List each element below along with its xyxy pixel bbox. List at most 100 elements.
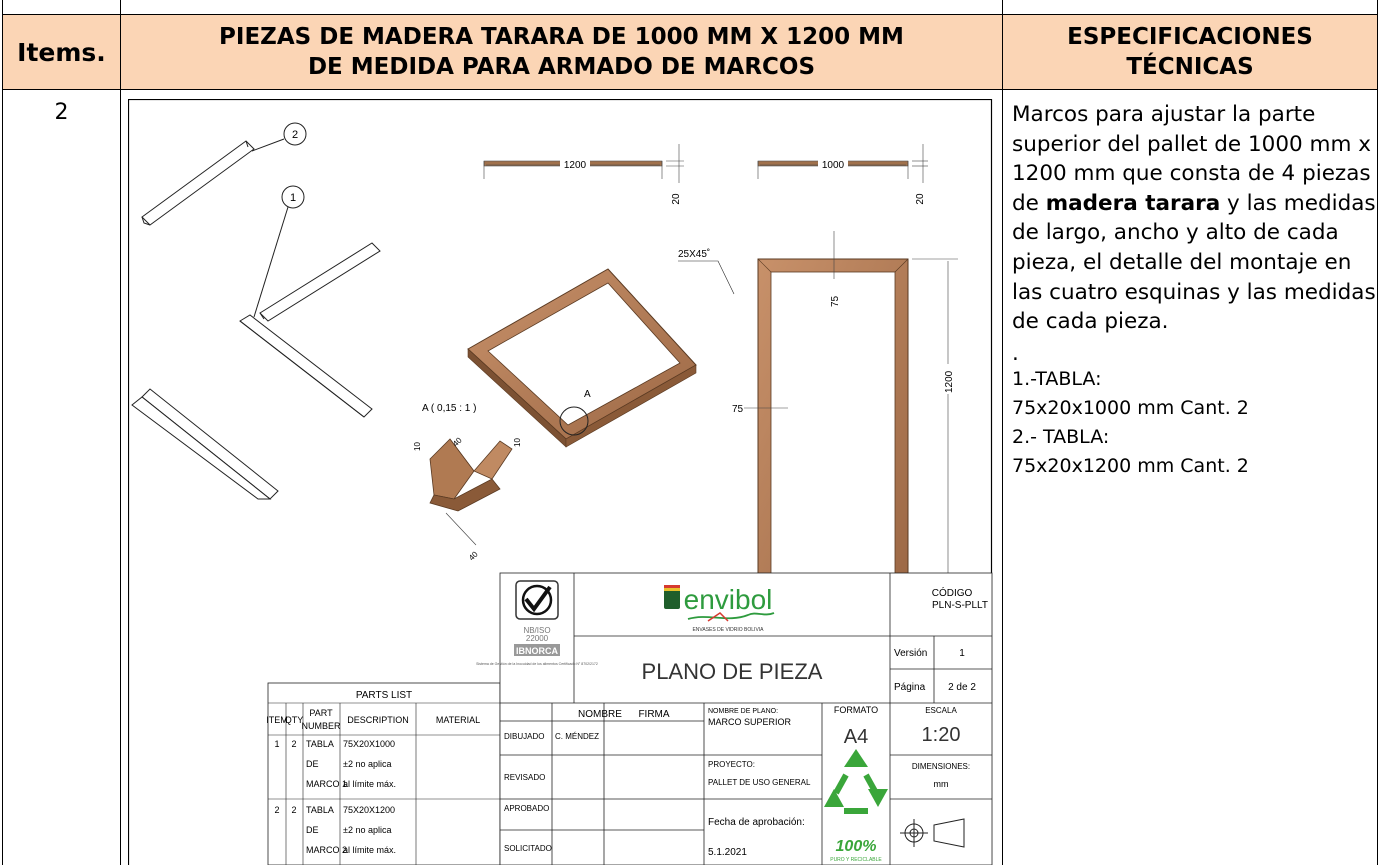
header-items: Items. — [3, 15, 120, 89]
spec-text-a: Marcos para ajustar la parte superior de… — [1012, 102, 1371, 216]
cert-org-bg — [514, 644, 560, 656]
col-nombre: NOMBRE — [578, 709, 622, 720]
cert-line2: 22000 — [526, 634, 549, 643]
header-items-label: Items. — [17, 37, 106, 67]
parts-row2-qty: 2 — [291, 805, 296, 815]
title-block-grid — [499, 572, 993, 865]
detail-a-circle — [559, 406, 589, 436]
parts-row1-pn2: DE — [306, 759, 319, 769]
col-firma: FIRMA — [638, 709, 669, 720]
iso-frame — [467, 268, 697, 448]
nombre-plano-value: MARCO SUPERIOR — [708, 717, 792, 727]
cert-org: IBNORCA — [516, 646, 558, 656]
front-view-frame — [757, 258, 909, 592]
spec-text-bold: madera tarara — [1045, 190, 1221, 216]
spec-line4: 75x20x1200 mm Cant. 2 — [1012, 454, 1249, 477]
nombre-plano-label: NOMBRE DE PLANO: — [708, 708, 778, 715]
dim-mask — [942, 364, 954, 394]
chamfer-leader — [678, 260, 735, 295]
dimensiones-label: DIMENSIONES: — [912, 762, 970, 771]
recycle-pct: 100% — [836, 838, 877, 855]
parts-row1-d1: 75X20X1000 — [343, 739, 395, 749]
version-value: 1 — [959, 648, 965, 659]
codigo-label: CÓDIGO — [932, 586, 973, 599]
table-border-right — [1377, 0, 1378, 865]
header-title: PIEZAS DE MADERA TARARA DE 1000 MM X 120… — [121, 15, 1002, 89]
detail-a-ref: A — [584, 389, 591, 400]
parts-row1-item: 1 — [274, 739, 279, 749]
parts-row1-qty: 2 — [291, 739, 296, 749]
detail-dim-line — [445, 512, 477, 546]
spec-text: Marcos para ajustar la parte superior de… — [1012, 100, 1382, 481]
dim-mask — [560, 158, 590, 170]
spec-dot: . — [1012, 340, 1019, 366]
table-border-col1 — [120, 0, 121, 865]
company-sub: ENVASES DE VIDRIO BOLIVIA — [692, 627, 764, 633]
balloon-1 — [281, 185, 305, 209]
cert-line1: NB/ISO — [523, 626, 550, 635]
formato-label: FORMATO — [834, 705, 878, 715]
projection-symbol-icon — [900, 818, 965, 848]
spec-paragraph: Marcos para ajustar la parte superior de… — [1012, 100, 1382, 337]
spec-text-b: y las medidas de largo, ancho y alto de … — [1012, 190, 1376, 335]
detail-a-view — [429, 438, 513, 512]
table-border-header-bottom — [2, 89, 1378, 90]
plan-title: PLANO DE PIEZA — [642, 659, 823, 684]
fecha-value: 5.1.2021 — [708, 847, 747, 858]
row-aprobado: APROBADO — [504, 804, 549, 813]
parts-header-number: NUMBER — [301, 721, 341, 731]
header-title-line2: DE MEDIDA PARA ARMADO DE MARCOS — [307, 54, 816, 80]
parts-header-item: ITEM — [266, 715, 288, 725]
balloon-2 — [283, 122, 307, 146]
item-number: 2 — [54, 100, 69, 125]
parts-row1-d3: al límite máx. — [343, 779, 396, 789]
iso-bar-corner — [239, 314, 373, 418]
ibnorca-logo — [515, 580, 559, 620]
row-solicitado: SOLICITADO — [504, 844, 552, 853]
recycle-sub: PURO Y RECICLABLE — [830, 857, 882, 863]
version-label: Versión — [894, 648, 927, 659]
dimensiones-value: mm — [934, 779, 949, 789]
balloon-1-label: 1 — [290, 192, 296, 204]
iso-bar-top — [141, 140, 255, 226]
spec-line1: 1.-TABLA: — [1012, 367, 1102, 390]
codigo-value: PLN-S-PLLT — [932, 600, 988, 611]
parts-list — [267, 682, 501, 865]
recycle-icon — [824, 749, 888, 814]
header-spec-line2: TÉCNICAS — [1126, 54, 1254, 80]
table-border-top — [2, 14, 1378, 15]
dim-1200-side: 1200 — [944, 370, 955, 393]
escala-value: 1:20 — [922, 724, 961, 746]
balloon-2-label: 2 — [292, 129, 298, 141]
detail-d1: 10 — [413, 442, 422, 451]
header-title-line1: PIEZAS DE MADERA TARARA DE 1000 MM X 120… — [219, 24, 904, 50]
parts-header-description: DESCRIPTION — [347, 715, 409, 725]
parts-row1-pn3: MARCO 1 — [306, 779, 347, 789]
chamfer-label: 25X45˚ — [678, 248, 710, 260]
dim-20-b: 20 — [915, 193, 926, 205]
detail-d3: 10 — [513, 438, 522, 447]
header-spec: ESPECIFICACIONES TÉCNICAS — [1003, 15, 1377, 89]
technical-drawing: 2 1 1200 20 1000 20 A 25X45˚ 75 75 — [128, 99, 993, 865]
dibujado-name: C. MÉNDEZ — [555, 732, 599, 741]
parts-row2-item: 2 — [274, 805, 279, 815]
cert-sub: Sistema de Gestión de la Inocuidad de lo… — [476, 662, 598, 666]
header-spec-line1: ESPECIFICACIONES — [1067, 24, 1313, 50]
fecha-label: Fecha de aprobación: — [708, 817, 805, 828]
table-border-left — [2, 0, 3, 865]
parts-row1-pn1: TABLA — [306, 739, 334, 749]
parts-row2-d1: 75X20X1200 — [343, 805, 395, 815]
parts-header-material: MATERIAL — [436, 715, 480, 725]
iso-bar-lower — [131, 396, 272, 500]
spec-line2: 75x20x1000 mm Cant. 2 — [1012, 396, 1249, 419]
pagina-value: 2 de 2 — [948, 682, 976, 693]
parts-row2-pn3: MARCO 2 — [306, 845, 347, 855]
balloon-1-leader — [253, 206, 289, 318]
dim-1000-top: 1000 — [822, 160, 845, 171]
envibol-logo — [664, 585, 775, 622]
proyecto-value: PALLET DE USO GENERAL — [708, 778, 811, 787]
pagina-label: Página — [894, 682, 926, 693]
parts-header-part: PART — [309, 708, 333, 718]
parts-row1-d2: ±2 no aplica — [343, 759, 391, 769]
escala-label: ESCALA — [925, 706, 957, 715]
